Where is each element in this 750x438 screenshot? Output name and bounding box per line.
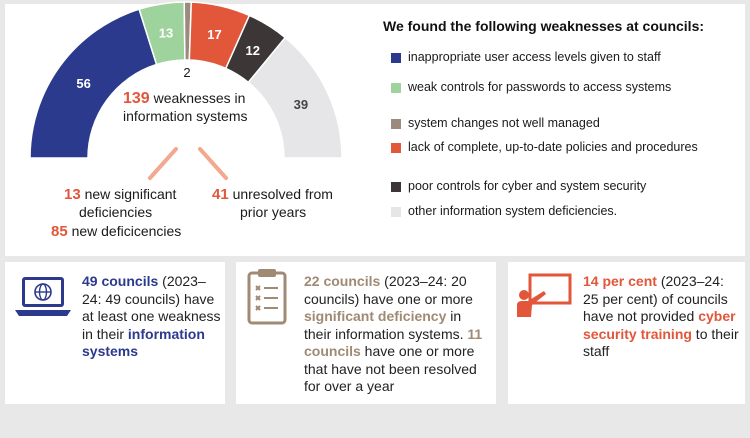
- card-text-segment: 49 councils: [82, 273, 159, 289]
- legend-title: We found the following weaknesses at cou…: [383, 18, 705, 34]
- card-text-segment: 11 councils: [304, 325, 483, 360]
- card-text-segment: cyber security training: [583, 308, 736, 342]
- total-count: 139: [123, 90, 150, 107]
- center-text-1: weaknesses in: [150, 90, 246, 106]
- split-line-right: [198, 147, 228, 180]
- card-text-segment: 14 per cent: [583, 273, 657, 289]
- slice-value-label: 2: [183, 65, 190, 80]
- card-text-segment: have one or more that have not been reso…: [304, 343, 477, 394]
- donut-slice: [29, 8, 158, 159]
- slice-value-label: 17: [207, 27, 221, 42]
- card-3-text: 14 per cent (2023–24: 25 per cent) of co…: [583, 273, 743, 361]
- card-text-segment: (2023–24: 25 per cent) of councils have …: [583, 273, 728, 324]
- card-text-segment: 22 councils: [304, 273, 381, 289]
- card-1-text: 49 councils (2023–24: 49 councils) have …: [82, 273, 225, 361]
- legend-swatch: [391, 83, 401, 93]
- clipboard-checklist-icon: [247, 269, 287, 325]
- card-text-segment: (2023–24: 20 councils) have one or more: [304, 273, 473, 307]
- weakness-chart: 56 13 2 17 12 39 139 weaknesses in informatio…: [29, 1, 343, 240]
- breakdown-left-2: deficiencies: [79, 204, 152, 220]
- card-text-segment: significant deficiency: [304, 308, 447, 324]
- breakdown-left-3: 85 new deficicencies: [51, 223, 181, 240]
- card-text-segment: information systems: [82, 325, 205, 360]
- slice-value-label: 56: [76, 76, 90, 91]
- laptop-globe-icon: [15, 277, 71, 316]
- legend-item-cyber-controls: poor controls for cyber and system secur…: [391, 178, 738, 195]
- legend-swatch: [391, 53, 401, 63]
- card-text-segment: to their staff: [583, 325, 739, 360]
- donut-slice: [247, 36, 343, 159]
- slice-value-label: 39: [294, 97, 308, 112]
- card-significant-deficiency: 22 councils (2023–24: 20 councils) have …: [236, 262, 496, 404]
- legend-item-other: other information system deficiencies.: [391, 203, 738, 220]
- legend-item-policies: lack of complete, up-to-date policies an…: [391, 139, 718, 156]
- breakdown-right-1: 41 unresolved from: [212, 186, 333, 203]
- chart-center-line-2: information systems: [123, 108, 247, 124]
- legend-item-system-changes: system changes not well managed: [391, 115, 738, 132]
- legend-item-user-access: inappropriate user access levels given t…: [391, 49, 738, 66]
- bottom-strip: [0, 410, 750, 438]
- card-2-text: 22 councils (2023–24: 20 councils) have …: [304, 273, 492, 396]
- legend-item-passwords: weak controls for passwords to access sy…: [391, 79, 708, 96]
- legend-swatch: [391, 119, 401, 129]
- split-line-left: [148, 147, 178, 180]
- breakdown-right-2: prior years: [240, 204, 306, 220]
- presenter-whiteboard-icon: [517, 273, 572, 317]
- breakdown-left-1: 13 new significant: [64, 186, 177, 203]
- slice-value-label: 12: [246, 43, 260, 58]
- card-information-systems: 49 councils (2023–24: 49 councils) have …: [5, 262, 225, 404]
- card-text-segment: in their information systems.: [304, 308, 468, 342]
- legend-swatch: [391, 207, 401, 217]
- legend-swatch: [391, 143, 401, 153]
- chart-center-line-1: 139 weaknesses in: [123, 90, 245, 107]
- slice-value-label: 13: [159, 26, 173, 41]
- card-cyber-training: 14 per cent (2023–24: 25 per cent) of co…: [508, 262, 745, 404]
- card-text-segment: (2023–24: 49 councils) have at least one…: [82, 273, 221, 342]
- legend-swatch: [391, 182, 401, 192]
